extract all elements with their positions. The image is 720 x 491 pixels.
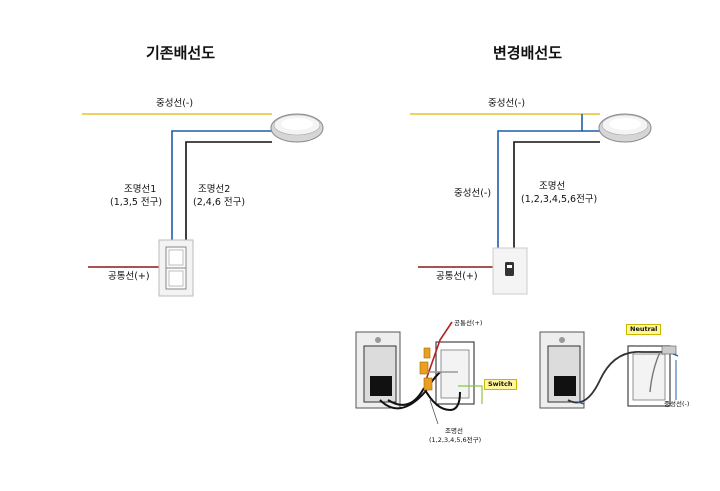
right-wiring — [410, 113, 652, 295]
right-light-wire-sub: (1,2,3,4,5,6전구) — [521, 194, 598, 205]
left-neutral-label: 중성선(-) — [156, 98, 194, 109]
photo-right-neutral-tag: Neutral — [626, 324, 662, 335]
right-diagram-title: 변경배선도 — [493, 44, 563, 62]
right-light-wire-label: 조명선 — [539, 181, 566, 192]
left-light-wire-1-sub: (1,3,5 전구) — [110, 197, 163, 208]
left-light-wire-2-label: 조명선2 — [198, 184, 231, 195]
right-neutral-label-top: 중성선(-) — [488, 98, 526, 109]
left-light-wire-1-label: 조명선1 — [124, 184, 157, 195]
photo-left-light-wire-sub: (1,2,3,4,5,6전구) — [429, 436, 482, 444]
left-double-switch-icon — [158, 239, 194, 297]
left-diagram-title: 기존배선도 — [146, 44, 216, 62]
left-light-wire-1 — [171, 130, 272, 240]
photo-right-illustration — [539, 331, 679, 409]
right-light-wire — [513, 141, 600, 248]
left-light-wire-2 — [185, 141, 272, 240]
left-ceiling-light-icon — [270, 113, 324, 143]
right-neutral-to-switch-wire — [497, 114, 583, 248]
left-wiring — [82, 113, 324, 297]
right-common-label: 공통선(+) — [436, 271, 478, 282]
photo-left-common-label: 공통선(+) — [454, 319, 483, 327]
right-ceiling-light-icon — [598, 113, 652, 143]
left-light-wire-2-sub: (2,4,6 전구) — [193, 197, 246, 208]
photo-right-neutral-label: 중성선(-) — [664, 400, 690, 408]
right-smart-switch-icon — [492, 247, 528, 295]
photo-left-illustration — [355, 321, 483, 425]
photo-left-switch-tag: Switch — [484, 379, 517, 390]
left-common-label: 공통선(+) — [108, 271, 150, 282]
photo-left-light-wire-label: 조명선 — [445, 427, 463, 435]
right-neutral-label-side: 중성선(-) — [454, 188, 492, 199]
